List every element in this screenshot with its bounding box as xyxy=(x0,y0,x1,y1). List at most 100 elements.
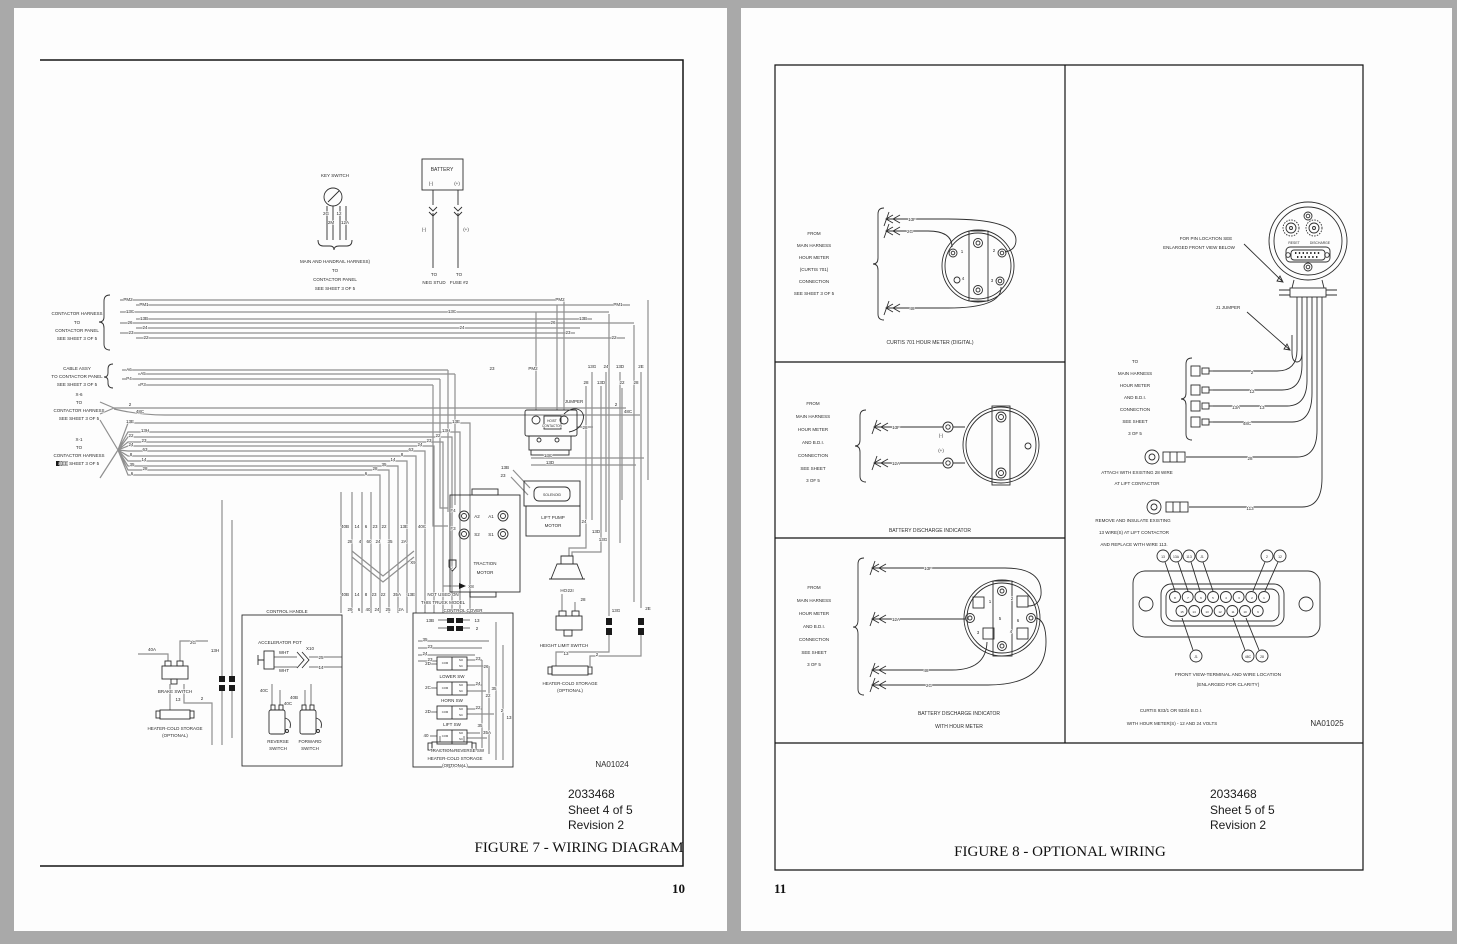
diagram-label: DISCHARGE xyxy=(1310,241,1331,245)
diagram-label: 24 xyxy=(128,442,134,447)
diagram-label: NO xyxy=(459,658,464,662)
diagram-label: 8 xyxy=(130,452,133,457)
diagram-label: 35 xyxy=(491,686,497,691)
diagram-label: CURTIS 701 HOUR METER (DIGITAL) xyxy=(886,340,973,346)
diagram-label: 12 xyxy=(1218,610,1222,614)
diagram-label: FOR PIN LOCATION SEE xyxy=(1180,236,1232,241)
diagram-label: 2 xyxy=(476,626,479,631)
diagram-label: 22 xyxy=(619,380,625,385)
figure7-caption: FIGURE 7 - WIRING DIAGRAM xyxy=(474,840,684,856)
diagram-label: 13A xyxy=(1232,405,1240,410)
diagram-label: 24 xyxy=(142,325,148,330)
diagram-label: KEY SWITCH xyxy=(321,173,349,178)
diagram-label: 2 xyxy=(1266,555,1268,559)
diagram-label: 13D xyxy=(592,529,601,534)
diagram-label: 60 xyxy=(366,539,372,544)
diagram-label: 40 xyxy=(365,607,371,612)
diagram-label: 2E xyxy=(645,606,651,611)
diagram-label: 48C xyxy=(624,409,633,414)
diagram-label: 13D xyxy=(616,364,625,369)
diagram-label: MOTOR xyxy=(477,570,494,575)
diagram-label: 13A xyxy=(1173,555,1180,559)
diagram-label: J1 xyxy=(1194,655,1198,659)
diagram-label: 8 xyxy=(401,452,404,457)
diagram-label: A1 xyxy=(488,514,494,519)
diagram-label: 63 xyxy=(408,447,414,452)
diagram-label: (ENLARGED FOR CLARITY) xyxy=(1197,682,1260,688)
diagram-label: 12A xyxy=(892,617,900,622)
diagram-label: MAIN HARNESS xyxy=(796,414,830,419)
diagram-label: MAIN HARNESS xyxy=(1118,371,1152,376)
page-number-11: 11 xyxy=(774,881,787,896)
diagram-label: 13D xyxy=(597,380,606,385)
diagram-label: MAIN AND HANDRAIL HARNESS) xyxy=(300,259,371,264)
diagram-label: 2 xyxy=(596,652,599,657)
diagram-label: 10 xyxy=(1243,610,1247,614)
diagram-label: 23 xyxy=(426,438,432,443)
diagram-label: 12 xyxy=(1249,389,1255,394)
sheet-label: Sheet 4 of 5 xyxy=(568,802,633,817)
diagram-label: 22 xyxy=(485,693,491,698)
diagram-label: 28 xyxy=(582,425,588,430)
diagram-label: 26 xyxy=(550,320,556,325)
diagram-label: ATTACH WITH EXISTING 28 WIRE xyxy=(1101,470,1173,475)
diagram-label: 23 xyxy=(475,656,481,661)
diagram-label: 8 xyxy=(1174,596,1176,600)
diagram-label: 2G xyxy=(323,211,330,216)
diagram-label: RESET xyxy=(1288,241,1299,245)
diagram-label: HOUR METER xyxy=(799,611,830,616)
diagram-label: 40C xyxy=(284,701,293,706)
diagram-label: 3 xyxy=(991,278,994,283)
diagram-label: 2E xyxy=(638,364,644,369)
diagram-label: 28 xyxy=(347,539,353,544)
diagram-label: CONNECTION xyxy=(799,279,829,284)
diagram-label: 2 xyxy=(1011,596,1014,601)
diagram-label: F3 xyxy=(450,526,456,531)
diagram-label: TRACTION REVERSE SW xyxy=(430,748,485,753)
diagram-label: FROM xyxy=(807,231,820,236)
title-block-left: 2033468 Sheet 4 of 5 Revision 2 xyxy=(568,787,633,834)
diagram-label: CONTROL COVER xyxy=(443,608,483,613)
diagram-label: FORWARD xyxy=(299,739,323,744)
diagram-label: 23 xyxy=(427,644,433,649)
diagram-label: 28 xyxy=(142,466,148,471)
diagram-label: FROM xyxy=(806,401,819,406)
diagram-label: HEATER-COLD STORAGE xyxy=(147,726,202,731)
figure7-border xyxy=(40,59,684,867)
diagram-label: 14 xyxy=(354,592,360,597)
diagram-label: TO CONTACTOR PANEL xyxy=(51,374,103,379)
diagram-label: 22 xyxy=(475,705,481,710)
diagram-label: HOIST xyxy=(547,419,557,423)
diagram-label: 113 xyxy=(1186,555,1192,559)
diagram-label: SOLENOID xyxy=(543,493,562,497)
diagram-label: CURTIS 933/1 OR 933/4 B.D.I. xyxy=(1140,708,1202,713)
diagram-label: P4 xyxy=(126,376,132,381)
dsub-pin-dots xyxy=(1295,252,1321,258)
diagram-label: COM xyxy=(442,734,449,738)
diagram-label: LOWER SW xyxy=(439,674,465,679)
diagram-label: (-) xyxy=(429,181,434,186)
diagram-label: 1 xyxy=(1263,596,1265,600)
diagram-label: 22 xyxy=(381,524,387,529)
diagram-label: A5 xyxy=(140,371,146,376)
diagram-label: 12A xyxy=(341,220,349,225)
diagram-label: 13C xyxy=(448,309,457,314)
diagram-label: 12A xyxy=(892,461,900,466)
diagram-label: 7 xyxy=(1187,596,1189,600)
diagram-label: 13C xyxy=(544,453,553,458)
diagram-label: X-6 xyxy=(75,392,83,397)
diagram-label: 6 xyxy=(365,524,368,529)
diagram-label: 13G xyxy=(612,608,621,613)
diagram-label: 13G xyxy=(588,364,597,369)
diagram-label: TO xyxy=(76,445,83,450)
diagram-label: NO xyxy=(459,683,464,687)
diagram-label: 28 xyxy=(372,466,378,471)
diagram-label: COM xyxy=(442,661,449,665)
diagram-label: 40 xyxy=(423,733,429,738)
diagram-label: 13E xyxy=(452,419,460,424)
diagram-label: 24 xyxy=(603,364,609,369)
diagram-label: 13 xyxy=(474,618,480,623)
diagram-label: 4 xyxy=(1010,629,1013,634)
diagram-label: 23 xyxy=(372,524,378,529)
